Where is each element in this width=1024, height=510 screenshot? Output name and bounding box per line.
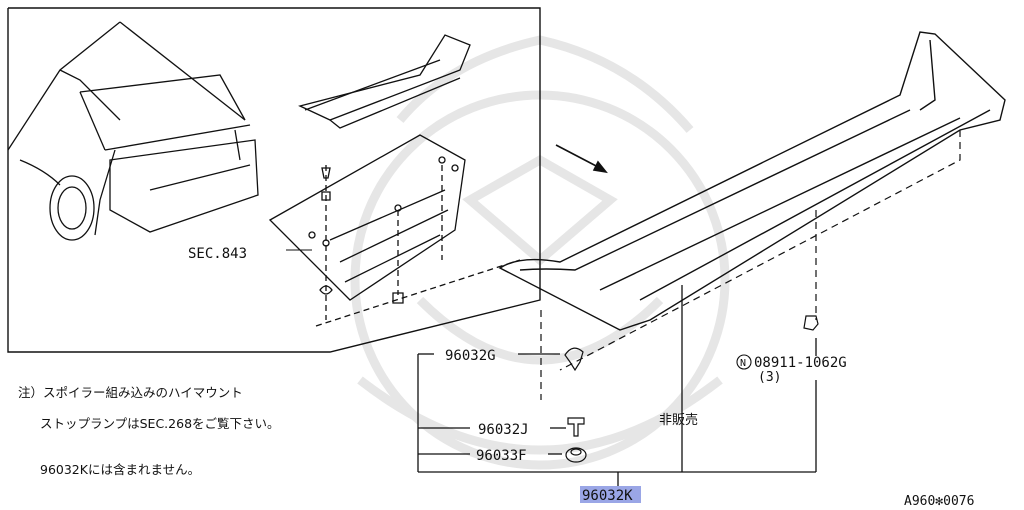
diagram-code: A960✻0076 [904,494,974,509]
nut-part-number: 08911-1062G [754,355,847,371]
inset-spoiler [298,34,471,129]
spoiler-dashed-guides [540,130,961,400]
grommet-96033F-icon [565,447,587,463]
main-spoiler [498,31,1006,331]
part-96032K-label[interactable]: 96032K [582,488,633,504]
nut-icon [803,315,819,331]
direction-arrow [555,144,608,174]
nut-symbol-circle [736,354,752,370]
part-96032G-label: 96032G [445,348,496,364]
note-line-3: 96032Kには含まれません。 [40,462,201,477]
part-96032J-label: 96032J [478,422,529,438]
leader-lines [417,285,817,486]
note-line-1: スポイラー組み込みのハイマウント [42,384,243,400]
inset-frame [7,7,541,353]
nut-symbol: N [740,358,746,369]
clip-96032J-icon [567,417,585,437]
part-96032K-highlight [580,486,641,503]
nut-quantity: (3) [758,370,781,385]
note-line-2: ストップランプはSEC.268をご覧下さい。 [40,415,280,431]
not-for-sale-label: 非販売 [659,412,698,428]
clip-96032G-icon [564,347,584,372]
car-rear-illustration [7,21,259,241]
inset-trunk-lid [268,134,521,327]
note-prefix: 注） [17,384,43,400]
section-ref-label: SEC.843 [188,246,247,262]
part-96033F-label: 96033F [476,448,527,464]
assembly-note: 注）スポイラー組み込みのハイマウント ストップランプはSEC.268をご覧下さい… [10,369,280,493]
